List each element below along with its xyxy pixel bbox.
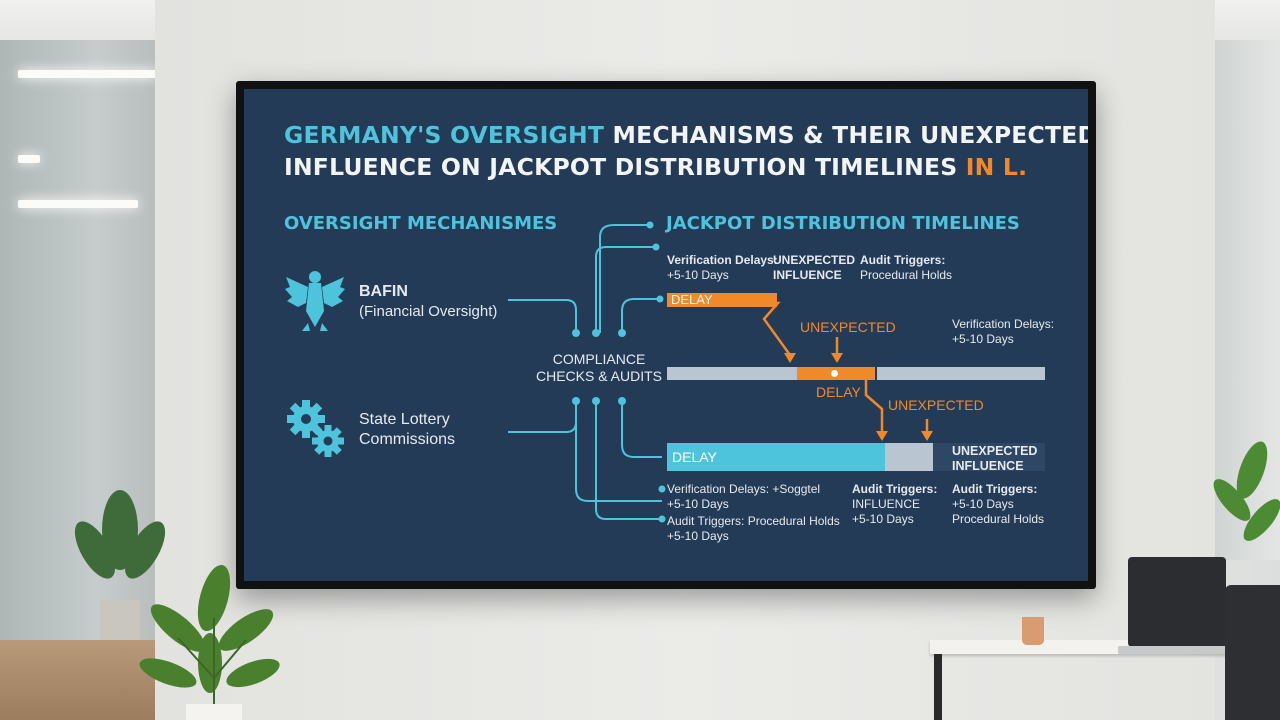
- note-verification-bottom: Verification Delays: +Soggtel+5-10 Days: [667, 482, 821, 511]
- row3-delay-bar: [667, 443, 885, 471]
- gears-icon: [287, 400, 344, 457]
- laptop-base: [1118, 646, 1228, 654]
- coffee-mug: [1022, 617, 1044, 645]
- unexpected-label-1: UNEXPECTED: [800, 319, 896, 335]
- ceiling-light: [18, 155, 40, 163]
- title-accent: GERMANY'S OVERSIGHT: [284, 121, 605, 149]
- tv-screen: GERMANY'S OVERSIGHT MECHANISMS & THEIR U…: [244, 89, 1088, 581]
- timelines-heading: JACKPOT DISTRIBUTION TIMELINES: [666, 213, 1020, 234]
- row1-delay-label: DELAY: [671, 292, 713, 307]
- row2-bar-left: [667, 367, 797, 380]
- bafin-description: (Financial Oversight): [359, 303, 498, 320]
- row1-delay-bar: [667, 293, 777, 307]
- state-lottery-line1: State Lottery: [359, 411, 450, 428]
- note-audit-bottom: Audit Triggers: Procedural Holds+5-10 Da…: [667, 514, 840, 543]
- row3-bar-grey: [885, 443, 933, 471]
- state-lottery-line2: Commissions: [359, 431, 456, 448]
- title-line2-accent: IN L.: [965, 153, 1028, 181]
- plant-background: [74, 490, 166, 640]
- hub-line1: COMPLIANCE: [552, 351, 646, 367]
- title-line1: MECHANISMS & THEIR UNEXPECTED: [604, 121, 1088, 149]
- note-audit-top: Audit Triggers:Procedural Holds: [860, 253, 953, 282]
- title-line2: INFLUENCE ON JACKPOT DISTRIBUTION TIMELI…: [284, 153, 966, 181]
- eagle-icon: [285, 271, 345, 331]
- row2-marker: [831, 370, 838, 377]
- side-note-verification: Verification Delays:+5-10 Days: [952, 317, 1055, 346]
- office-chair: [1225, 585, 1280, 720]
- plant-foreground: [139, 564, 280, 720]
- floor: [0, 640, 160, 720]
- plant-right: [1213, 441, 1280, 541]
- ceiling-light: [18, 70, 156, 78]
- row3-bar-end: [933, 443, 1045, 471]
- desk-leg: [934, 654, 942, 720]
- row3-delay-label: DELAY: [672, 449, 717, 465]
- note-audit-middle: Audit Triggers:INFLUENCE+5-10 Days: [852, 482, 938, 526]
- compliance-hub: COMPLIANCE CHECKS & AUDITS: [534, 351, 664, 385]
- bafin-name: BAFIN: [359, 283, 408, 300]
- hub-line2: CHECKS & AUDITS: [535, 368, 663, 384]
- row2-delay-label: DELAY: [816, 384, 861, 400]
- unexpected-label-2: UNEXPECTED: [888, 397, 984, 413]
- note-verification-top: Verification Delays:+5-10 Days: [667, 253, 778, 282]
- oversight-heading: OVERSIGHT MECHANISMES: [284, 213, 558, 234]
- ceiling-light: [18, 200, 138, 208]
- row2-bar-right: [877, 367, 1045, 380]
- connector-lines: [508, 221, 933, 523]
- laptop: [1128, 557, 1226, 647]
